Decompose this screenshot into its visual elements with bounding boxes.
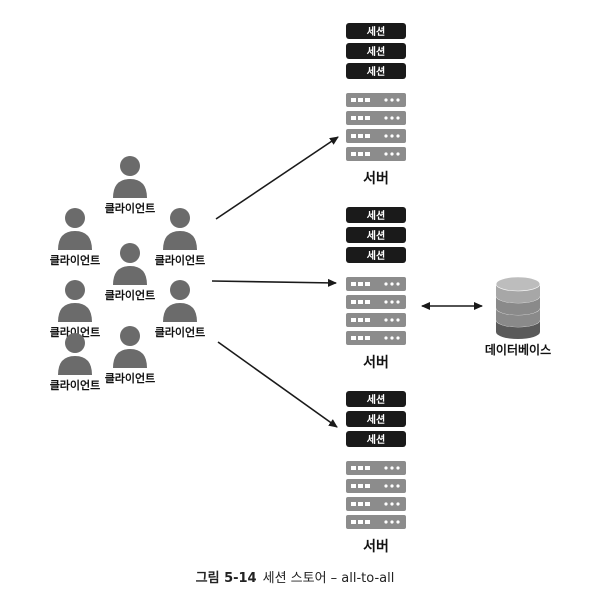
arrow-to-server-2: [211, 278, 337, 287]
client: 클라이언트: [50, 333, 101, 392]
client: 클라이언트: [155, 280, 206, 339]
server-label: 서버: [363, 354, 389, 371]
arrows: [211, 136, 483, 428]
session-box: 세션: [346, 63, 406, 79]
server-rack-icon: [346, 515, 406, 529]
client-label: 클라이언트: [105, 288, 156, 302]
client: 클라이언트: [50, 208, 101, 267]
client: 클라이언트: [105, 243, 156, 302]
client-label: 클라이언트: [155, 253, 206, 267]
session-label: 세션: [367, 413, 385, 426]
session-label: 세션: [367, 209, 385, 222]
server-rack-icon: [346, 295, 406, 309]
database-icon: [495, 276, 541, 339]
person-icon: [163, 280, 197, 322]
person-icon: [58, 208, 92, 250]
person-icon: [58, 333, 92, 375]
client-label: 클라이언트: [105, 371, 156, 385]
client: 클라이언트: [50, 280, 101, 339]
session-box: 세션: [346, 431, 406, 447]
server-label: 서버: [363, 170, 389, 187]
server-rack-icon: [346, 461, 406, 475]
person-icon: [113, 156, 147, 198]
session-label: 세션: [367, 433, 385, 446]
server-rack-icon: [346, 93, 406, 107]
client: 클라이언트: [155, 208, 206, 267]
server-rack-icon: [346, 479, 406, 493]
client: 클라이언트: [105, 156, 156, 215]
session-box: 세션: [346, 411, 406, 427]
person-icon: [113, 243, 147, 285]
server-rack-icon: [346, 129, 406, 143]
server-rack-icon: [346, 313, 406, 327]
person-icon: [58, 280, 92, 322]
figure-caption: 그림 5-14 세션 스토어 – all-to-all: [0, 567, 590, 586]
session-box: 세션: [346, 43, 406, 59]
arrow-to-server-3: [217, 341, 338, 428]
session-label: 세션: [367, 229, 385, 242]
caption-number: 그림 5-14: [195, 571, 257, 586]
server-rack-icon: [346, 331, 406, 345]
server-rack-icon: [346, 111, 406, 125]
server-rack-icon: [346, 277, 406, 291]
database-label: 데이터베이스: [485, 342, 551, 357]
session-label: 세션: [367, 25, 385, 38]
session-label: 세션: [367, 65, 385, 78]
session-box: 세션: [346, 247, 406, 263]
person-icon: [163, 208, 197, 250]
session-box: 세션: [346, 23, 406, 39]
client-label: 클라이언트: [50, 378, 101, 392]
session-box: 세션: [346, 207, 406, 223]
database-group: 데이터베이스: [485, 276, 551, 357]
client-label: 클라이언트: [105, 201, 156, 215]
caption-text: 세션 스토어 – all-to-all: [262, 571, 395, 586]
client-label: 클라이언트: [50, 325, 101, 339]
server-rack-icon: [346, 147, 406, 161]
session-box: 세션: [346, 227, 406, 243]
session-box: 세션: [346, 391, 406, 407]
server-rack-icon: [346, 497, 406, 511]
arrow-to-server-1: [215, 136, 339, 220]
session-label: 세션: [367, 45, 385, 58]
server-label: 서버: [363, 538, 389, 555]
client-label: 클라이언트: [50, 253, 101, 267]
session-label: 세션: [367, 249, 385, 262]
client: 클라이언트: [105, 326, 156, 385]
person-icon: [113, 326, 147, 368]
client-label: 클라이언트: [155, 325, 206, 339]
session-label: 세션: [367, 393, 385, 406]
